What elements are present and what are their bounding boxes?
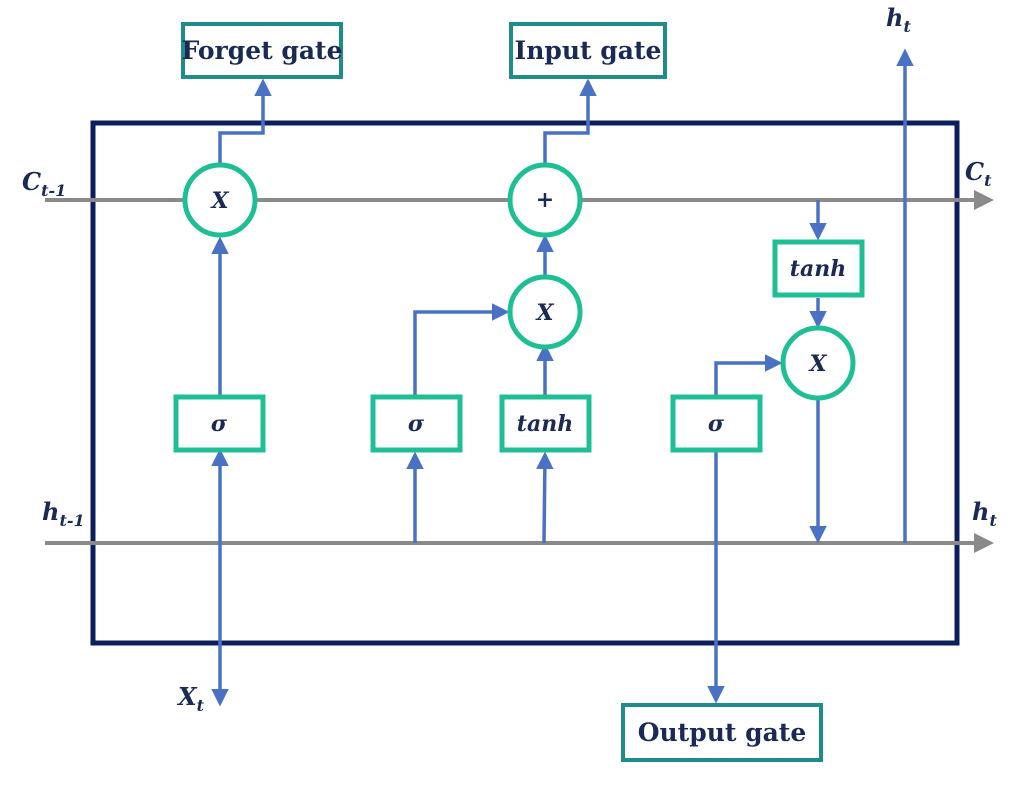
forget-gate-box: Forget gate [181, 22, 343, 79]
forget-gate-label: Forget gate [182, 36, 343, 65]
input-multiply-node: X [507, 274, 583, 350]
add-to-input-gate [543, 78, 597, 163]
cell-tanh-box: tanh [772, 239, 865, 298]
input-tanh-label: tanh [517, 411, 573, 437]
forget-sigma-box: σ [173, 394, 266, 453]
cell-add-symbol: + [536, 187, 554, 213]
input-gate-box: Input gate [509, 22, 667, 79]
hidden-to-input-tanh [536, 451, 554, 544]
input-tanh-box: tanh [499, 394, 592, 453]
input-gate-label: Input gate [515, 36, 662, 65]
input-sigma-to-mul [413, 303, 510, 395]
cell-frame [90, 120, 960, 646]
input-sigma-label: σ [408, 411, 425, 437]
forget-multiply-symbol: X [209, 188, 229, 214]
output-sigma-label: σ [708, 411, 725, 437]
c-prev-label: Ct-1 [22, 167, 66, 200]
c-next-label: Ct [965, 157, 992, 190]
output-gate-box: Output gate [621, 703, 823, 762]
forget-sigma-label: σ [211, 411, 228, 437]
output-multiply-node: X [780, 325, 856, 401]
h-next-label: ht [972, 497, 997, 530]
output-multiply-symbol: X [807, 351, 827, 377]
input-multiply-symbol: X [534, 300, 554, 326]
flow-connectors [211, 48, 914, 707]
forget-multiply-node: X [182, 162, 258, 238]
cell-add-node: + [507, 162, 583, 238]
h-prev-label: ht-1 [42, 497, 85, 530]
forget-mul-to-gate [218, 78, 272, 163]
output-gate-label: Output gate [638, 718, 807, 747]
h-top-label: ht [886, 3, 911, 36]
output-sigma-box: σ [670, 394, 763, 453]
output-sigma-to-mul [714, 354, 783, 395]
input-sigma-box: σ [370, 394, 463, 453]
x-input-label: Xt [176, 682, 205, 715]
cell-tanh-label: tanh [790, 256, 846, 282]
